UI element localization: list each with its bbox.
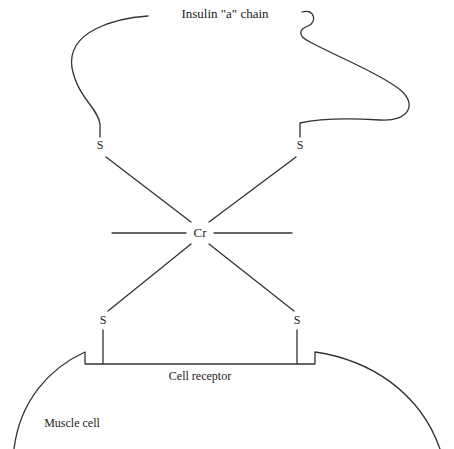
- bond-line: [106, 157, 296, 311]
- insulin-chain: [72, 16, 148, 137]
- sulfur-atom: S: [100, 314, 107, 327]
- sulfur-atom: S: [97, 139, 104, 152]
- chain-label: Insulin "a" chain: [181, 7, 268, 21]
- cell-label: Muscle cell: [44, 417, 100, 430]
- sulfur-atom: S: [294, 314, 301, 327]
- sulfur-atom: S: [297, 139, 304, 152]
- chromium-atom: Cr: [194, 226, 207, 240]
- cell-membrane: [14, 352, 440, 449]
- bond-stub: [103, 330, 297, 364]
- insulin-chain: [300, 11, 409, 137]
- receptor-label: Cell receptor: [169, 370, 231, 383]
